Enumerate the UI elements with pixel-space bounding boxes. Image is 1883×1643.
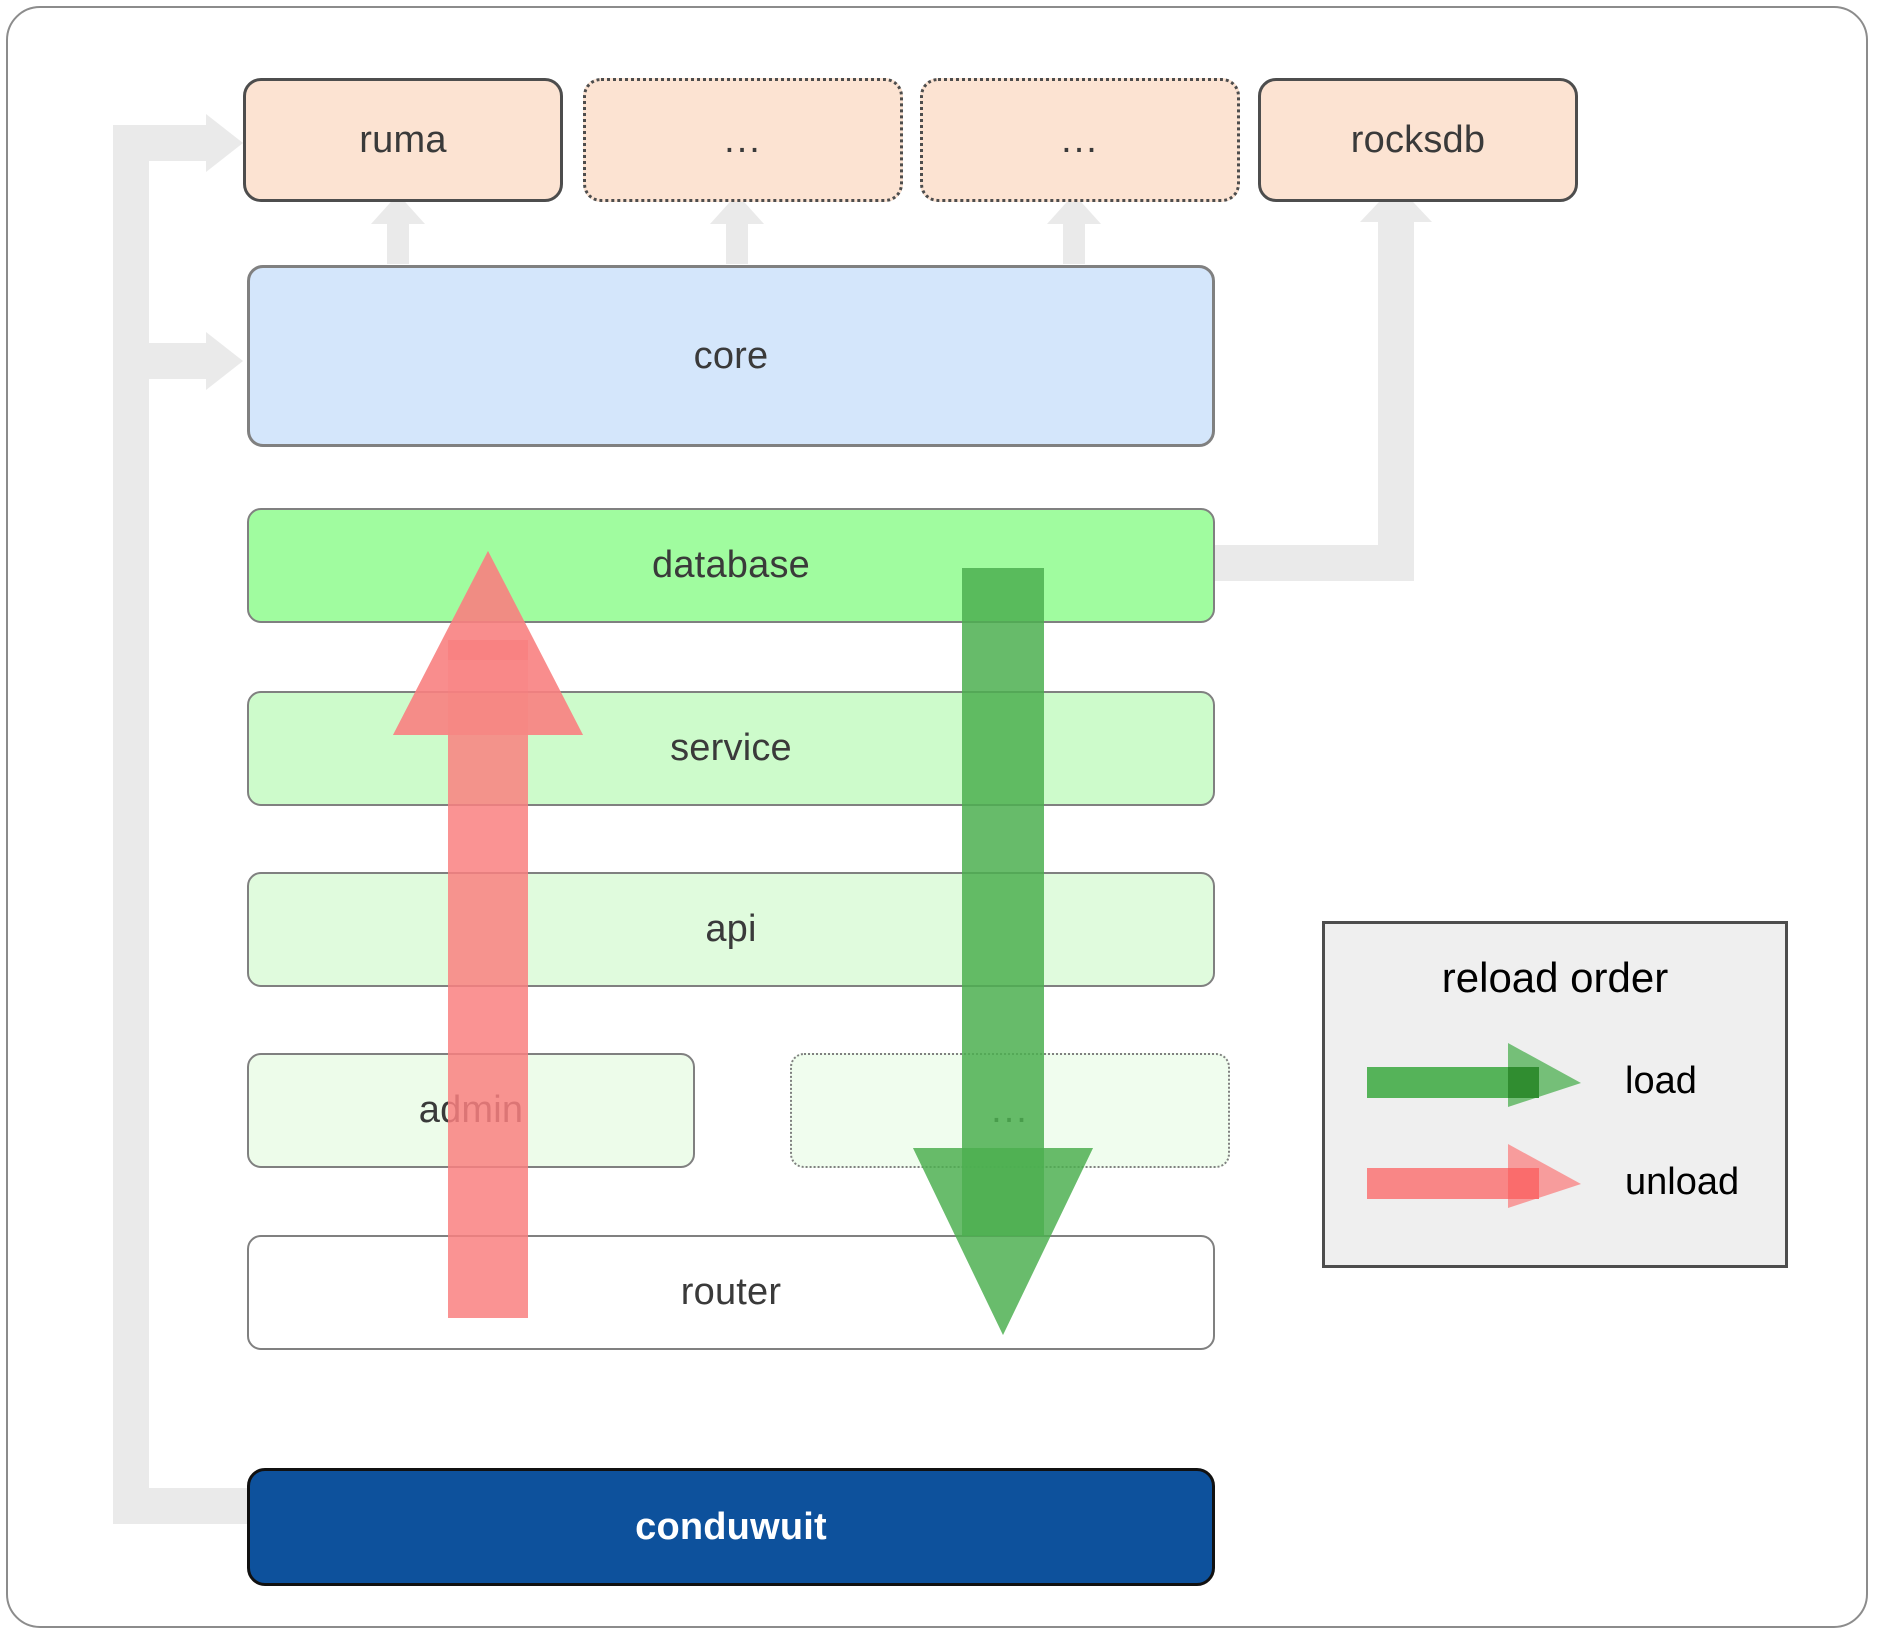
legend-label-load: load [1625, 1060, 1697, 1102]
connector-branch-core-head [206, 332, 243, 390]
layer-label-dots: ... [991, 1089, 1029, 1131]
layer-box-service[interactable]: service [247, 691, 1215, 806]
dep-label-rocksdb: rocksdb [1350, 118, 1486, 161]
connector-to-conduwuit [113, 1488, 248, 1524]
layer-label-admin: admin [418, 1089, 524, 1131]
legend-unload-arrow-icon [1367, 1144, 1581, 1208]
layer-label-core: core [693, 334, 769, 377]
connector-branch-core-shaft [113, 343, 213, 379]
layer-box-core[interactable]: core [247, 265, 1215, 447]
connector-left-trunk [113, 130, 149, 1524]
legend-title: reload order [1441, 954, 1669, 1001]
layer-box-dots[interactable]: ... [790, 1053, 1230, 1168]
layer-label-service: service [670, 727, 792, 769]
dep-label-ruma: ruma [359, 118, 447, 161]
legend-label-unload: unload [1625, 1161, 1740, 1203]
app-box-conduwuit[interactable]: conduwuit [247, 1468, 1215, 1586]
connector-core-to-deps [371, 194, 1101, 264]
dep-box-dots-1[interactable]: ... [583, 78, 903, 202]
legend-load-arrow-icon [1367, 1043, 1581, 1107]
legend-box: reload order load unload [1322, 921, 1788, 1268]
layer-label-api: api [705, 908, 757, 950]
app-label-conduwuit: conduwuit [635, 1505, 827, 1548]
dep-label-dots-1: ... [724, 118, 762, 161]
dep-label-dots-2: ... [1061, 118, 1099, 161]
dep-box-dots-2[interactable]: ... [920, 78, 1240, 202]
layer-label-database: database [652, 544, 810, 586]
dep-box-rocksdb[interactable]: rocksdb [1258, 78, 1578, 202]
connector-branch-ruma-shaft [113, 125, 213, 161]
layer-label-router: router [680, 1271, 782, 1313]
layer-box-admin[interactable]: admin [247, 1053, 695, 1168]
connector-database-to-rocksdb [1214, 184, 1432, 581]
dep-box-ruma[interactable]: ruma [243, 78, 563, 202]
connector-branch-ruma-head [206, 114, 243, 172]
layer-box-router[interactable]: router [247, 1235, 1215, 1350]
legend-arrow-icons [1367, 1043, 1581, 1208]
layer-box-api[interactable]: api [247, 872, 1215, 987]
layer-box-database[interactable]: database [247, 508, 1215, 623]
